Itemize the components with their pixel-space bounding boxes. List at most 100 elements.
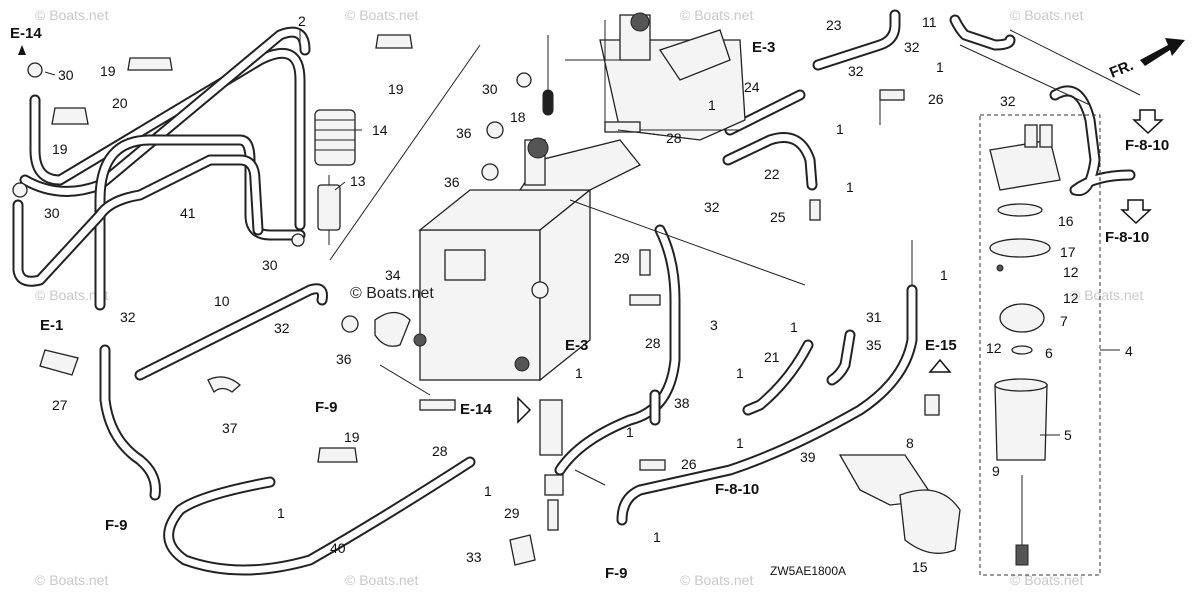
watermark: © Boats.net (1010, 7, 1083, 23)
ref-e15: E-15 (925, 337, 957, 354)
part-label: 6 (1045, 345, 1053, 361)
bolt-e15 (924, 394, 940, 416)
bolt-29 (639, 249, 651, 276)
grommet-36 (341, 315, 359, 333)
bracket-8 (838, 454, 961, 554)
clamp-27 (39, 349, 79, 376)
part-label: 41 (180, 205, 196, 221)
ref-e3-top: E-3 (752, 39, 775, 56)
cap-30 (27, 62, 43, 78)
arrow-right-outline-icon (517, 396, 532, 424)
part-label: 8 (906, 435, 914, 451)
watermark: © Boats.net (345, 572, 418, 588)
clip-19 (375, 34, 413, 49)
part-label: 28 (645, 335, 661, 351)
part-label: 1 (484, 483, 492, 499)
watermark: © Boats.net (35, 287, 108, 303)
ref-e1: E-1 (40, 317, 63, 334)
vapor-separator-side (539, 188, 591, 382)
bolt-28 (629, 294, 661, 306)
part-label: 32 (1000, 93, 1016, 109)
part-label: 1 (708, 97, 716, 113)
clip-19 (51, 107, 89, 125)
part-label: 28 (432, 443, 448, 459)
watermark: © Boats.net (680, 7, 753, 23)
grommet-36 (481, 163, 499, 181)
ref-f9-b: F-9 (105, 517, 128, 534)
valve-stack (539, 399, 563, 456)
part-label: 24 (744, 79, 760, 95)
clip-19 (127, 57, 173, 71)
bolt-28 (604, 121, 641, 133)
part-label: 16 (1058, 213, 1074, 229)
part-label: 1 (653, 529, 661, 545)
part-label: 27 (52, 397, 68, 413)
diagram-code: ZW5AE1800A (770, 564, 846, 578)
gasket-34 (374, 311, 411, 347)
vapor-separator-assembly: © Boats.net (350, 137, 642, 382)
boss (413, 333, 427, 347)
part-number-labels: 1 1 1 1 1 1 1 1 1 1 1 1 1 2 3 4 5 6 7 8 … (44, 13, 1133, 575)
part-label: 13 (350, 173, 366, 189)
part-label: 19 (388, 81, 404, 97)
part-label: 5 (1064, 427, 1072, 443)
assembly-4-outline (979, 114, 1101, 576)
ref-f810-a: F-8-10 (1125, 137, 1169, 154)
ref-e14-mid: E-14 (460, 401, 492, 418)
part-label: 38 (674, 395, 690, 411)
part-label: 33 (466, 549, 482, 565)
fitting (544, 474, 564, 496)
part-label: 19 (52, 141, 68, 157)
watermark: © Boats.net (35, 572, 108, 588)
connector (527, 137, 549, 159)
arrow-down-outline-icon (1132, 109, 1164, 135)
ref-f9-c: F-9 (605, 565, 628, 582)
part-label: 1 (736, 435, 744, 451)
part-label: 32 (120, 309, 136, 325)
part-label: 37 (222, 420, 238, 436)
watermark: © Boats.net (1010, 572, 1083, 588)
arrow-up-icon (18, 45, 26, 55)
part-label: 36 (444, 174, 460, 190)
part-label: 31 (866, 309, 882, 325)
part-label: 26 (928, 91, 944, 107)
part-label: 32 (904, 39, 920, 55)
pump-detail-inset (599, 12, 746, 141)
part-label: 2 (298, 13, 306, 29)
part-label: 22 (764, 166, 780, 182)
part-label: 32 (274, 320, 290, 336)
part-label: 26 (681, 456, 697, 472)
part-label: 25 (770, 209, 786, 225)
center-watermark: © Boats.net (350, 285, 434, 302)
part-label: 1 (626, 424, 634, 440)
boss (531, 281, 549, 299)
fuel-filter-14 (314, 109, 356, 166)
part-label: 12 (1063, 264, 1079, 280)
part-label: 32 (704, 199, 720, 215)
part-label: 36 (456, 125, 472, 141)
part-label: 20 (112, 95, 128, 111)
arrow-down-outline-icon (1120, 199, 1152, 225)
bolt-29 (547, 499, 559, 531)
part-label: 12 (986, 340, 1002, 356)
front-direction-label: FR. (1107, 57, 1136, 82)
part-label: 40 (330, 540, 346, 556)
part-label: 29 (614, 250, 630, 266)
filter-cup-assembly (989, 124, 1061, 566)
leader-lines (44, 29, 1141, 486)
part-label: 19 (100, 63, 116, 79)
part-label: 21 (764, 349, 780, 365)
watermark: © Boats.net (345, 7, 418, 23)
arrow-up-outline-icon (928, 358, 952, 373)
t-joint-26 (879, 89, 905, 101)
part-label: 14 (372, 122, 388, 138)
part-label: 19 (344, 429, 360, 445)
clip-33 (509, 534, 536, 566)
part-label: 18 (510, 109, 526, 125)
ref-f9-a: F-9 (315, 399, 338, 416)
part-label: 35 (866, 337, 882, 353)
part-label: 30 (482, 81, 498, 97)
grommet-36 (486, 121, 504, 139)
part-label: 1 (790, 319, 798, 335)
